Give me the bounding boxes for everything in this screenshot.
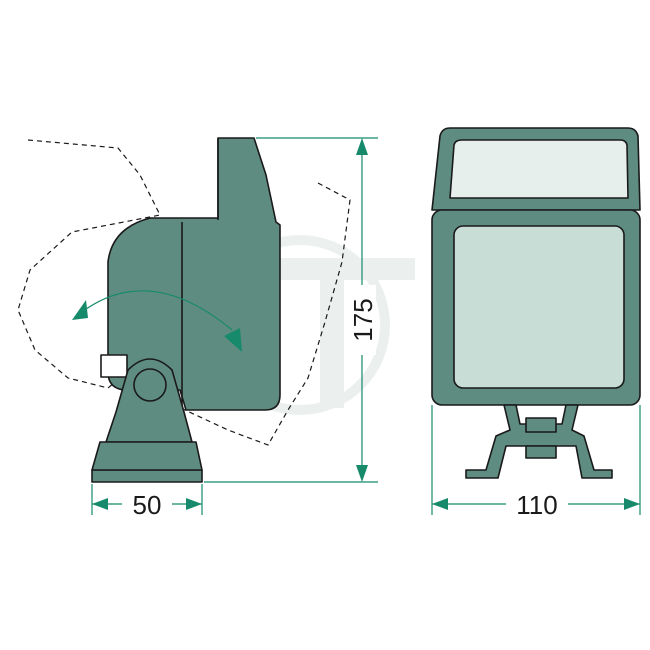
tilt-arrow: [81, 290, 233, 331]
front-lens: [453, 225, 625, 389]
top-lens-window: [449, 139, 629, 199]
dimension-50: 50: [91, 484, 203, 520]
watermark-logo: [210, 235, 415, 415]
dimension-label-50: 50: [133, 490, 162, 520]
base-plate: [91, 469, 203, 483]
hinge-strap: [100, 354, 128, 378]
dimension-label-175: 175: [348, 298, 378, 341]
pivot-bolt: [133, 368, 167, 402]
lamp-side-view: [17, 137, 351, 483]
dimension-110: 110: [431, 405, 641, 520]
dimension-label-110: 110: [516, 490, 557, 520]
front-mount-legs: [465, 404, 613, 479]
lamp-front-view: [431, 127, 641, 479]
dimension-175: 175: [204, 137, 378, 483]
